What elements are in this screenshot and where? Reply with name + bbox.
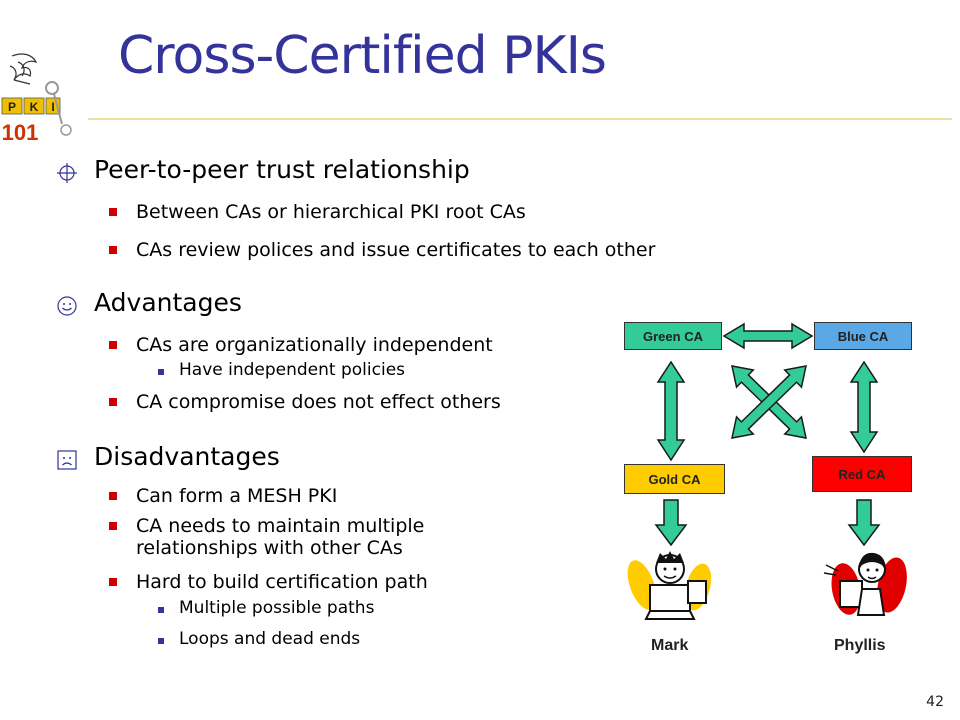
bullet-item: CAs review polices and issue certificate… xyxy=(136,239,656,261)
bullet-marker xyxy=(109,522,117,530)
bullet-item: Between CAs or hierarchical PKI root CAs xyxy=(136,201,526,223)
sub-bullet-marker xyxy=(158,369,164,375)
red-to-phyllis-arrow xyxy=(847,499,881,547)
bullet-marker xyxy=(109,341,117,349)
bullet-item: Can form a MESH PKI xyxy=(136,485,338,507)
mark-person-icon xyxy=(627,551,712,620)
smiley-face-icon xyxy=(57,296,77,316)
green-blue-arrow xyxy=(722,322,814,350)
phyllis-person-icon xyxy=(823,552,907,616)
section-heading: Peer-to-peer trust relationship xyxy=(94,155,470,184)
sub-bullet-item: Have independent policies xyxy=(179,360,406,380)
key-icon xyxy=(45,81,59,95)
sub-bullet-marker xyxy=(158,607,164,613)
bullet-item-continuation: relationships with other CAs xyxy=(136,537,403,559)
section-heading: Advantages xyxy=(94,288,242,317)
bullet-item: CA compromise does not effect others xyxy=(136,391,501,413)
green-gold-arrow xyxy=(656,360,686,462)
blue-gold-diagonal-arrow xyxy=(731,365,807,439)
frown-face-icon xyxy=(57,450,77,470)
slide-number: 42 xyxy=(926,694,944,710)
title-divider xyxy=(88,118,952,120)
gold-ca-box: Gold CA xyxy=(624,464,725,494)
pki-101-logo: P K I 101 xyxy=(1,53,72,145)
logo-number: 101 xyxy=(2,120,39,145)
blue-red-arrow xyxy=(849,360,879,454)
bullet-item: Hard to build certification path xyxy=(136,571,428,593)
hhs-eagle-icon xyxy=(9,53,38,85)
section-heading: Disadvantages xyxy=(94,442,280,471)
green-ca-box: Green CA xyxy=(624,322,722,350)
bullet-marker xyxy=(109,208,117,216)
bullet-item: CAs are organizationally independent xyxy=(136,334,493,356)
mark-label: Mark xyxy=(651,637,689,654)
trust-arrows xyxy=(654,322,881,547)
red-ca-box: Red CA xyxy=(812,456,912,492)
phyllis-label: Phyllis xyxy=(834,637,886,654)
logo-letter: K xyxy=(30,100,39,114)
slide-title: Cross-Certified PKIs xyxy=(118,26,607,86)
blue-ca-box: Blue CA xyxy=(814,322,912,350)
bullet-marker xyxy=(109,578,117,586)
bullet-item: CA needs to maintain multiple xyxy=(136,515,425,537)
logo-letter: I xyxy=(51,100,54,114)
gold-to-mark-arrow xyxy=(654,499,688,547)
bullet-marker xyxy=(109,398,117,406)
sub-bullet-marker xyxy=(158,638,164,644)
crosshair-icon xyxy=(57,163,77,183)
sub-bullet-item: Multiple possible paths xyxy=(179,598,375,618)
bullet-marker xyxy=(109,246,117,254)
bullet-marker xyxy=(109,492,117,500)
logo-letter: P xyxy=(8,100,16,114)
sub-bullet-item: Loops and dead ends xyxy=(179,629,361,649)
